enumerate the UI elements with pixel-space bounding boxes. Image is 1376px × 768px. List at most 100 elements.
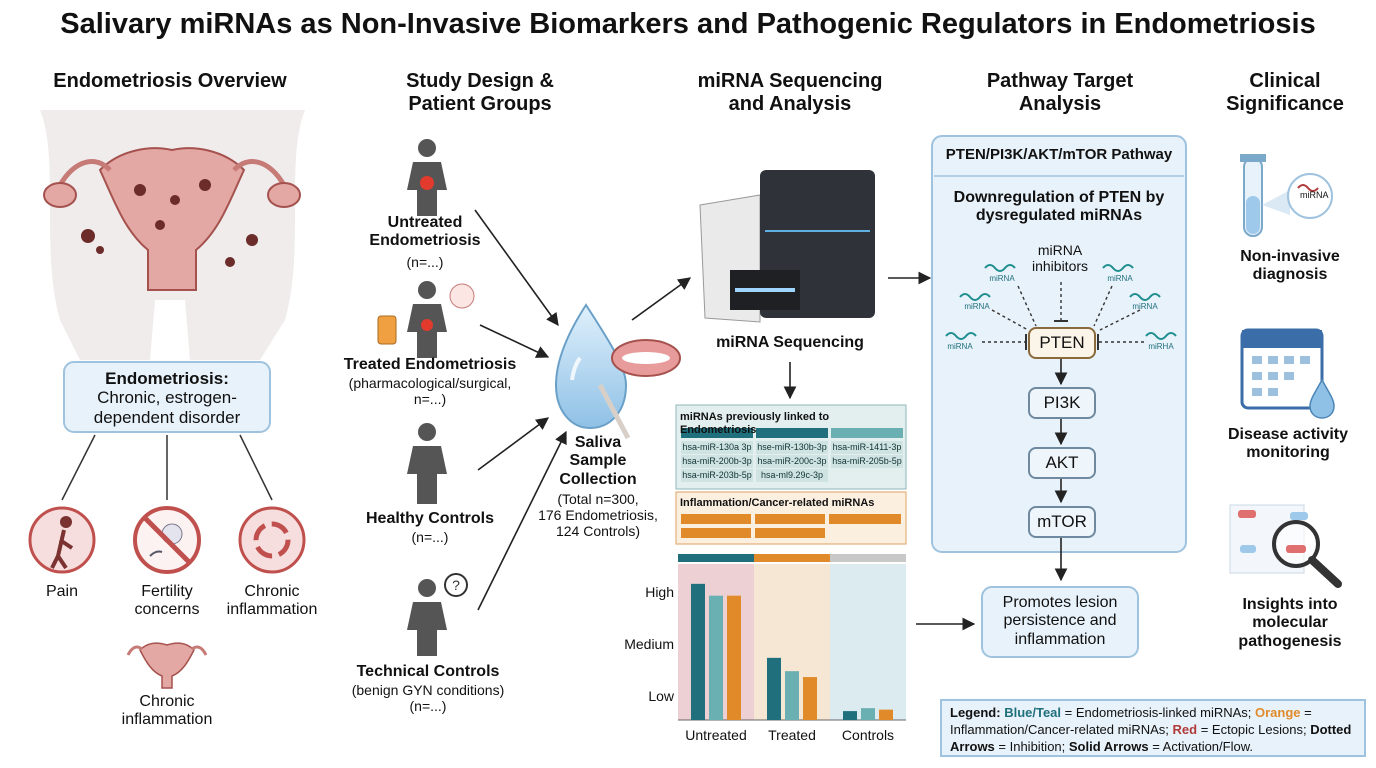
overview-box-text: Chronic, estrogen- dependent disorder (93, 388, 241, 427)
outcome-box (981, 586, 1139, 658)
person-technical-icon: ? (407, 573, 468, 656)
small-uterus-icon (126, 642, 208, 689)
pain-icon (28, 506, 96, 574)
mirna-inhibitors-label: miRNA inhibitors (1031, 242, 1089, 275)
table2-title: Inflammation/Cancer-related miRNAs (680, 497, 875, 509)
chart-x-tick-label: Untreated (685, 727, 746, 743)
pathway-box-title: PTEN/PI3K/AKT/mTOR Pathway (945, 146, 1173, 163)
svg-text:?: ? (452, 577, 460, 593)
table1-cell: hsa-miR-1411-3p (831, 441, 903, 454)
group-n-technical: (benign GYN conditions) (n=...) (351, 682, 505, 715)
page-title: Salivary miRNAs as Non-Invasive Biomarke… (60, 8, 1316, 40)
chart-bar (727, 595, 741, 720)
chart-x-tick-label: Controls (842, 727, 894, 743)
legend-orange: Orange (1255, 705, 1301, 720)
node-pten: PTEN (1028, 327, 1096, 359)
group-title-healthy: Healthy Controls (365, 510, 494, 527)
legend-dotted-text: = Inhibition; (994, 739, 1069, 754)
mirna-inhibitor-network (945, 264, 1177, 350)
chart-bar (843, 711, 857, 720)
tube-mirna-tag: miRNA (1300, 190, 1329, 200)
chart-category-header (754, 554, 830, 562)
column-header-overview: Endometriosis Overview (53, 70, 287, 92)
chart-x-tick-label: Treated (768, 727, 816, 743)
chart-category-header (830, 554, 906, 562)
legend-solid-text: = Activation/Flow. (1148, 739, 1253, 754)
chart-bar (767, 657, 781, 720)
legend-blue-teal-text: = Endometriosis-linked miRNAs; (1061, 705, 1256, 720)
legend-dotted: Dotted Arrows (950, 722, 1352, 754)
chart-y-tick-label: Medium (624, 636, 674, 652)
table1-cell: hsa-miR-203b-5p (681, 469, 753, 482)
mirna-tag: miRNA (947, 342, 973, 351)
chart-y-tick-label: Low (648, 688, 675, 704)
node-akt: AKT (1028, 447, 1096, 479)
legend-key: Legend: (950, 705, 1001, 720)
chart-y-tick-label: High (645, 584, 674, 600)
inflammation-cycle-icon (238, 506, 306, 574)
table1-cell: hsa-ml9.29c-3p (756, 469, 828, 482)
group-n-untreated: (n=...) (406, 254, 444, 270)
legend-orange-text: = Inflammation/Cancer-related miRNAs; (950, 705, 1312, 737)
mirna-tag: miRNA (964, 302, 990, 311)
clinical-label-diagnosis: Non-invasive diagnosis (1240, 248, 1340, 284)
pathway-subtitle: Downregulation of PTEN by dysregulated m… (953, 189, 1165, 225)
chart-category-bg (830, 564, 906, 720)
chart-category-header (678, 554, 754, 562)
table1-cell: hsa-miR-205b-5p (831, 455, 903, 468)
chart-bar (709, 595, 723, 720)
saliva-title: Saliva Sample Collection (559, 434, 637, 488)
uterus-illustration (43, 147, 301, 291)
group-n-healthy: (n=...) (411, 529, 449, 545)
no-fertility-icon (133, 506, 201, 574)
chart-bar (861, 708, 875, 720)
table1-cell: hsa-miR-200b-3p (681, 455, 753, 468)
mirna-tag: miRNA (1107, 274, 1133, 283)
node-mtor: mTOR (1028, 506, 1096, 538)
symptom-label-inflammation: Chronic inflammation (226, 583, 318, 619)
mouth-icon (597, 339, 681, 440)
legend-blue-teal: Blue/Teal (1004, 705, 1062, 720)
mirna-tag: miRNA (1132, 302, 1158, 311)
node-pi3k: PI3K (1028, 387, 1096, 419)
sequencing-label: miRNA Sequencing (716, 334, 864, 351)
legend-red: Red (1172, 722, 1198, 737)
test-tube-icon (1240, 154, 1333, 237)
chronic-inflammation-label: Chronic inflammation (121, 693, 213, 729)
magnifier-pathway-icon (1229, 504, 1342, 588)
chart-bar (691, 583, 705, 720)
legend-red-text: = Ectopic Lesions; (1197, 722, 1311, 737)
outcome-text: Promotes lesion persistence and inflamma… (1002, 594, 1118, 648)
sequencer-machine-icon (699, 170, 875, 323)
person-healthy-icon (407, 423, 447, 504)
group-title-technical: Technical Controls (356, 663, 500, 680)
mirna-tag: miRNA (989, 274, 1015, 283)
chart-bar (879, 709, 893, 720)
table1-cell: hse-miR-130b-3p (756, 441, 828, 454)
legend-solid: Solid Arrows (1068, 739, 1149, 754)
clinical-label-insights: Insights into molecular pathogenesis (1238, 596, 1342, 650)
calendar-icon (1240, 328, 1335, 419)
column-header-sequencing: miRNA Sequencing and Analysis (697, 70, 883, 115)
symptom-label-pain: Pain (45, 583, 79, 600)
chart-bar (785, 671, 799, 720)
saliva-detail: (Total n=300, 176 Endometriosis, 124 Con… (538, 491, 658, 540)
group-title-treated: Treated Endometriosis (343, 356, 517, 373)
person-untreated-icon (407, 139, 447, 216)
column-header-clinical: Clinical Significance (1226, 70, 1344, 115)
table1-cell: hsa-miR-130a 3p (681, 441, 753, 454)
person-treated-icon (377, 281, 475, 358)
symptom-label-fertility: Fertility concerns (134, 583, 200, 619)
overview-box-title: Endometriosis: (105, 369, 229, 388)
chart-bar (803, 677, 817, 720)
legend-box: Legend: Blue/Teal = Endometriosis-linked… (940, 699, 1366, 757)
column-header-pathway: Pathway Target Analysis (986, 70, 1134, 115)
clinical-label-monitoring: Disease activity monitoring (1227, 426, 1349, 462)
table1-title: miRNAs previously linked to Endometriosi… (680, 411, 830, 436)
table1-cell: hsa-miR-200c-3p (756, 455, 828, 468)
mirna-tag: miRHA (1148, 342, 1174, 351)
column-header-study: Study Design & Patient Groups (406, 70, 554, 115)
group-n-treated: (pharmacological/surgical, n=...) (348, 375, 512, 408)
